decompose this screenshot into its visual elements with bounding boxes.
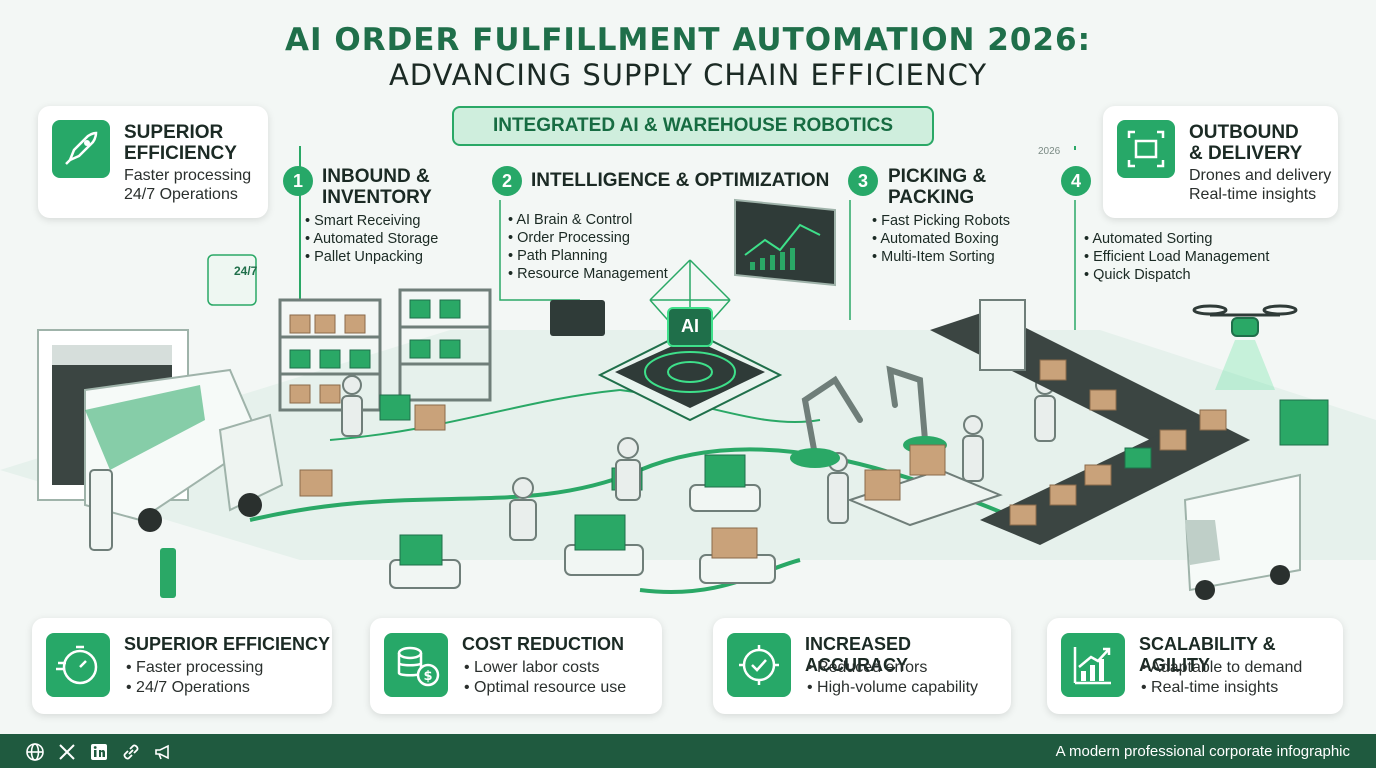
bullet-item: Quick Dispatch	[1084, 266, 1269, 284]
benefit-item: Faster processing	[126, 658, 263, 678]
card-line: Faster processing	[124, 167, 252, 184]
step-3-number: 3	[848, 166, 878, 196]
integration-banner: INTEGRATED AI & WAREHOUSE ROBOTICS	[452, 106, 934, 146]
card-title-line1: SUPERIOR	[124, 122, 224, 143]
benefit-card-efficiency: SUPERIOR EFFICIENCY Faster processing 24…	[32, 618, 332, 714]
bullet-item: AI Brain & Control	[508, 211, 668, 229]
warehouse-scene	[0, 146, 1376, 600]
footer-caption: A modern professional corporate infograp…	[1055, 743, 1350, 760]
stopwatch-icon	[46, 633, 110, 697]
step-2-bullets: AI Brain & Control Order Processing Path…	[508, 211, 668, 283]
card-line: Drones and delivery	[1189, 167, 1332, 184]
card-title-line1: OUTBOUND	[1189, 122, 1299, 143]
benefit-list: Faster processing 24/7 Operations	[126, 658, 263, 698]
step-2-title: INTELLIGENCE & OPTIMIZATION	[531, 170, 830, 191]
x-icon[interactable]	[57, 742, 77, 762]
benefit-list: Lower labor costs Optimal resource use	[464, 658, 626, 698]
ai-chip-label: AI	[681, 316, 699, 336]
step-4-bullets: Automated Sorting Efficient Load Managem…	[1084, 230, 1269, 284]
coins-icon: $	[384, 633, 448, 697]
year-tag: 2026	[1038, 146, 1061, 157]
benefit-card-scalability: SCALABILITY & AGILITY Adaptable to deman…	[1047, 618, 1343, 714]
benefit-card-accuracy: INCREASED ACCURACY Reduced errors High-v…	[713, 618, 1011, 714]
page-subtitle: ADVANCING SUPPLY CHAIN EFFICIENCY	[388, 58, 988, 92]
step-1-title: INBOUND &	[322, 166, 430, 187]
card-title-line2: & DELIVERY	[1189, 143, 1303, 164]
benefit-item: Adaptable to demand	[1141, 658, 1302, 678]
bullet-item: Resource Management	[508, 265, 668, 283]
bullet-item: Order Processing	[508, 229, 668, 247]
linkedin-icon[interactable]	[89, 742, 109, 762]
step-3-title: PICKING &	[888, 166, 987, 187]
benefit-item: Real-time insights	[1141, 678, 1302, 698]
card-line: Real-time insights	[1189, 186, 1317, 203]
step-1-title-line2: INVENTORY	[322, 187, 432, 208]
step-3-title-line2: PACKING	[888, 187, 975, 208]
step-1-number: 1	[283, 166, 313, 196]
svg-text:$: $	[423, 669, 432, 684]
benefit-item: 24/7 Operations	[126, 678, 263, 698]
top-right-card: OUTBOUND & DELIVERY Drones and delivery …	[1103, 106, 1338, 218]
link-icon[interactable]	[121, 742, 141, 762]
step-3-bullets: Fast Picking Robots Automated Boxing Mul…	[872, 212, 1010, 266]
bullet-item: Efficient Load Management	[1084, 248, 1269, 266]
card-title-line2: EFFICIENCY	[124, 143, 237, 164]
benefit-item: Lower labor costs	[464, 658, 626, 678]
benefit-item: Optimal resource use	[464, 678, 626, 698]
page-title: AI ORDER FULFILLMENT AUTOMATION 2026:	[285, 22, 1091, 58]
rocket-icon	[52, 120, 110, 178]
bullet-item: Pallet Unpacking	[305, 248, 438, 266]
step-2-number: 2	[492, 166, 522, 196]
bullet-item: Smart Receiving	[305, 212, 438, 230]
benefit-item: Reduced errors	[807, 658, 978, 678]
benefit-title: SUPERIOR EFFICIENCY	[124, 634, 331, 654]
bullet-item: Path Planning	[508, 247, 668, 265]
bullet-item: Fast Picking Robots	[872, 212, 1010, 230]
step-4-number: 4	[1061, 166, 1091, 196]
megaphone-icon[interactable]	[153, 742, 173, 762]
benefit-title: COST REDUCTION	[462, 634, 624, 654]
step-1-bullets: Smart Receiving Automated Storage Pallet…	[305, 212, 438, 266]
target-check-icon	[727, 633, 791, 697]
globe-icon[interactable]	[25, 742, 45, 762]
benefit-list: Reduced errors High-volume capability	[807, 658, 978, 698]
bullet-item: Automated Sorting	[1084, 230, 1269, 248]
bullet-item: Automated Boxing	[872, 230, 1010, 248]
footer-bar: A modern professional corporate infograp…	[0, 734, 1376, 768]
top-left-card: SUPERIOR EFFICIENCY Faster processing 24…	[38, 106, 268, 218]
bullet-item: Automated Storage	[305, 230, 438, 248]
card-line: 24/7 Operations	[124, 186, 238, 203]
bullet-item: Multi-Item Sorting	[872, 248, 1010, 266]
growth-chart-icon	[1061, 633, 1125, 697]
package-scan-icon	[1117, 120, 1175, 178]
benefit-list: Adaptable to demand Real-time insights	[1141, 658, 1302, 698]
benefit-card-cost: $ COST REDUCTION Lower labor costs Optim…	[370, 618, 662, 714]
benefit-item: High-volume capability	[807, 678, 978, 698]
screen-tag: 24/7	[234, 264, 258, 278]
